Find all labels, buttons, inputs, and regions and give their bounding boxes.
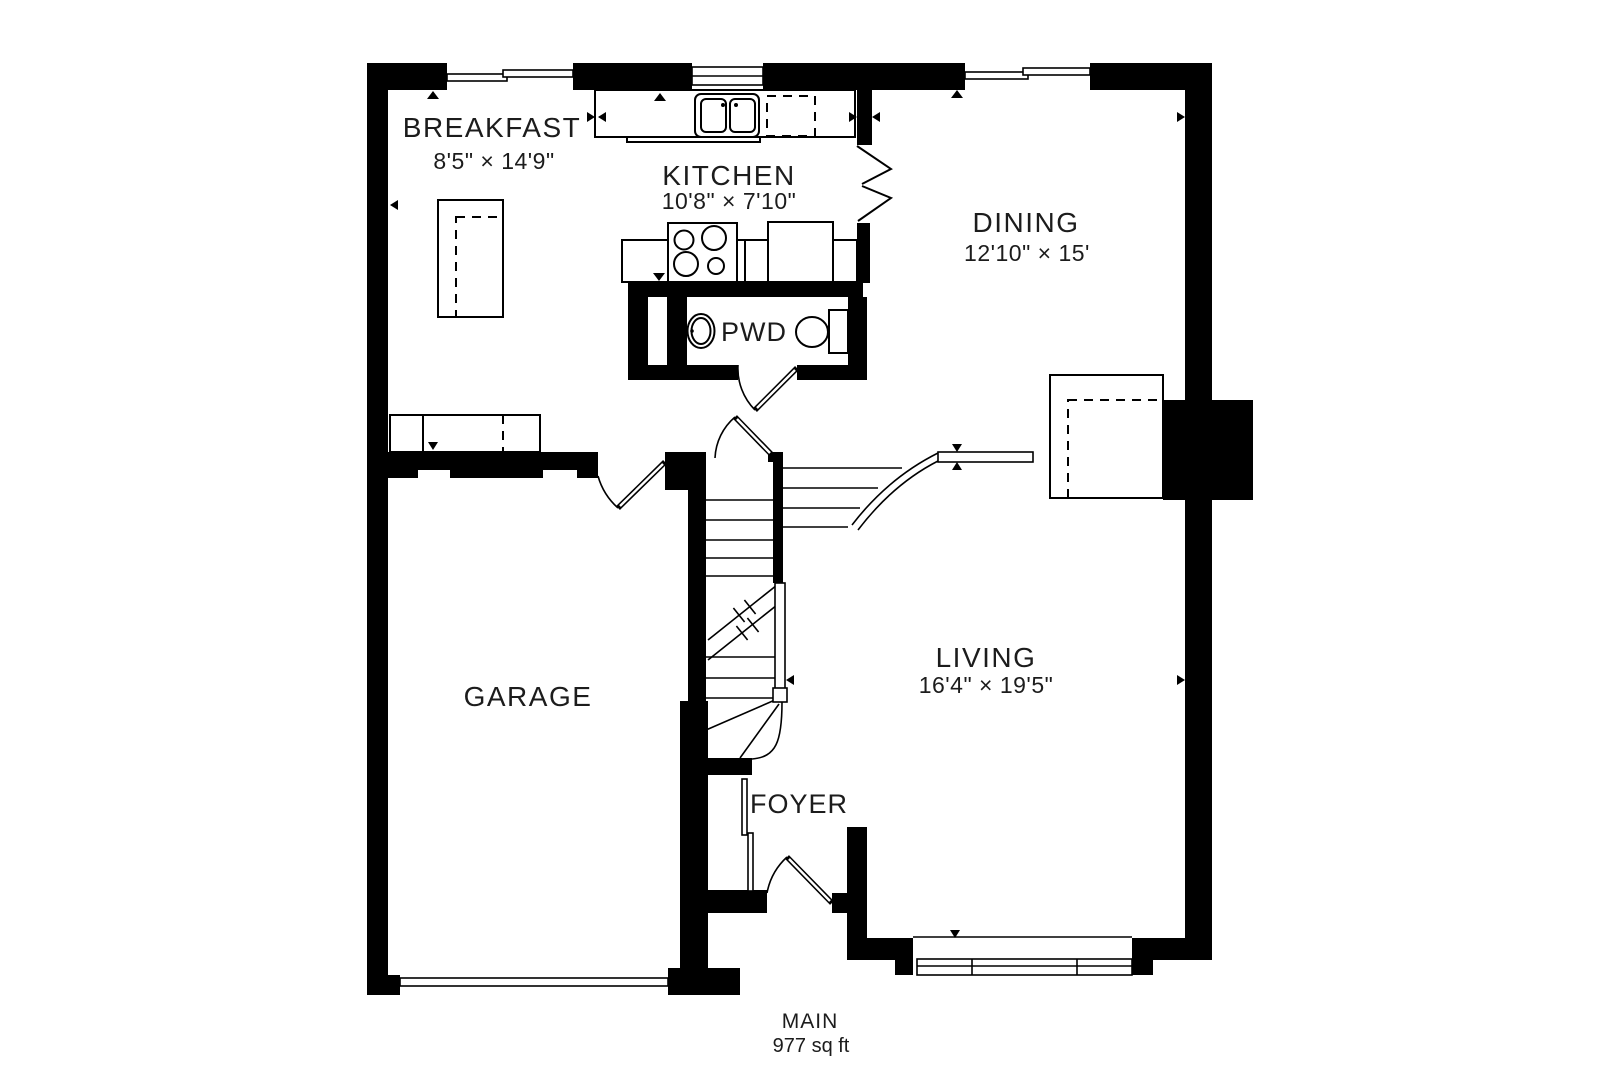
stair-railing: [774, 582, 786, 691]
dishwasher-icon: [766, 95, 816, 137]
fireplace-bumpout: [1163, 400, 1253, 500]
breakfast-island: [437, 199, 504, 318]
room-dims: 12'10" × 15': [964, 240, 1090, 266]
room-name: DINING: [973, 207, 1080, 238]
kitchen-fixtures: [594, 89, 858, 283]
dining-window: [1022, 67, 1091, 76]
room-name: FOYER: [750, 789, 848, 819]
room-name: KITCHEN: [662, 160, 795, 191]
bay-window: [913, 936, 1133, 976]
bifold-door-kitchen-dining: [856, 145, 894, 222]
curved-banister: [851, 451, 1034, 531]
staircase: [705, 451, 1034, 760]
hall-cabinet: [389, 414, 541, 453]
kitchen-hall-door: [714, 415, 774, 459]
room-name: BREAKFAST: [403, 112, 581, 143]
room-label-breakfast: BREAKFAST 8'5" × 14'9": [403, 112, 581, 174]
room-name: GARAGE: [464, 681, 593, 712]
room-label-kitchen: KITCHEN 10'8" × 7'10": [662, 160, 797, 214]
pwd-fixtures: [686, 309, 849, 354]
room-name: LIVING: [936, 642, 1037, 673]
furniture: [389, 199, 1164, 499]
floor-label: MAIN 977 sq ft: [773, 1010, 850, 1057]
windows: [399, 66, 1133, 987]
doors: [597, 145, 894, 905]
stove-icon: [667, 222, 738, 283]
room-label-living: LIVING 16'4" × 19'5": [919, 642, 1054, 698]
breakfast-window: [502, 69, 574, 78]
garage-door: [399, 977, 669, 987]
fireplace-hearth: [1049, 374, 1164, 499]
breakfast-window: [446, 73, 508, 82]
room-label-pwd: PWD: [721, 317, 787, 347]
toilet-icon: [795, 309, 849, 354]
fridge-icon: [767, 221, 834, 283]
room-label-foyer: FOYER: [750, 789, 848, 819]
exterior-walls: [367, 63, 1253, 995]
room-dims: 8'5" × 14'9": [433, 148, 554, 174]
interior-walls: [388, 90, 872, 995]
pwd-door: [737, 364, 799, 412]
room-label-garage: GARAGE: [464, 681, 593, 712]
room-name: PWD: [721, 317, 787, 347]
pwd-sink-icon: [686, 313, 716, 349]
room-dims: 10'8" × 7'10": [662, 188, 797, 214]
room-label-dining: DINING 12'10" × 15': [964, 207, 1090, 266]
front-door: [766, 855, 834, 905]
foyer-closet-sliding-doors: [741, 778, 754, 892]
room-dims: 16'4" × 19'5": [919, 672, 1054, 698]
garage-entry-door: [597, 460, 667, 510]
floor-area: 977 sq ft: [773, 1035, 850, 1057]
dining-window: [964, 71, 1029, 80]
kitchen-sink-icon: [694, 93, 760, 138]
floor-name: MAIN: [782, 1010, 839, 1033]
dimension-markers: [390, 90, 1185, 938]
newel-post: [772, 687, 788, 703]
